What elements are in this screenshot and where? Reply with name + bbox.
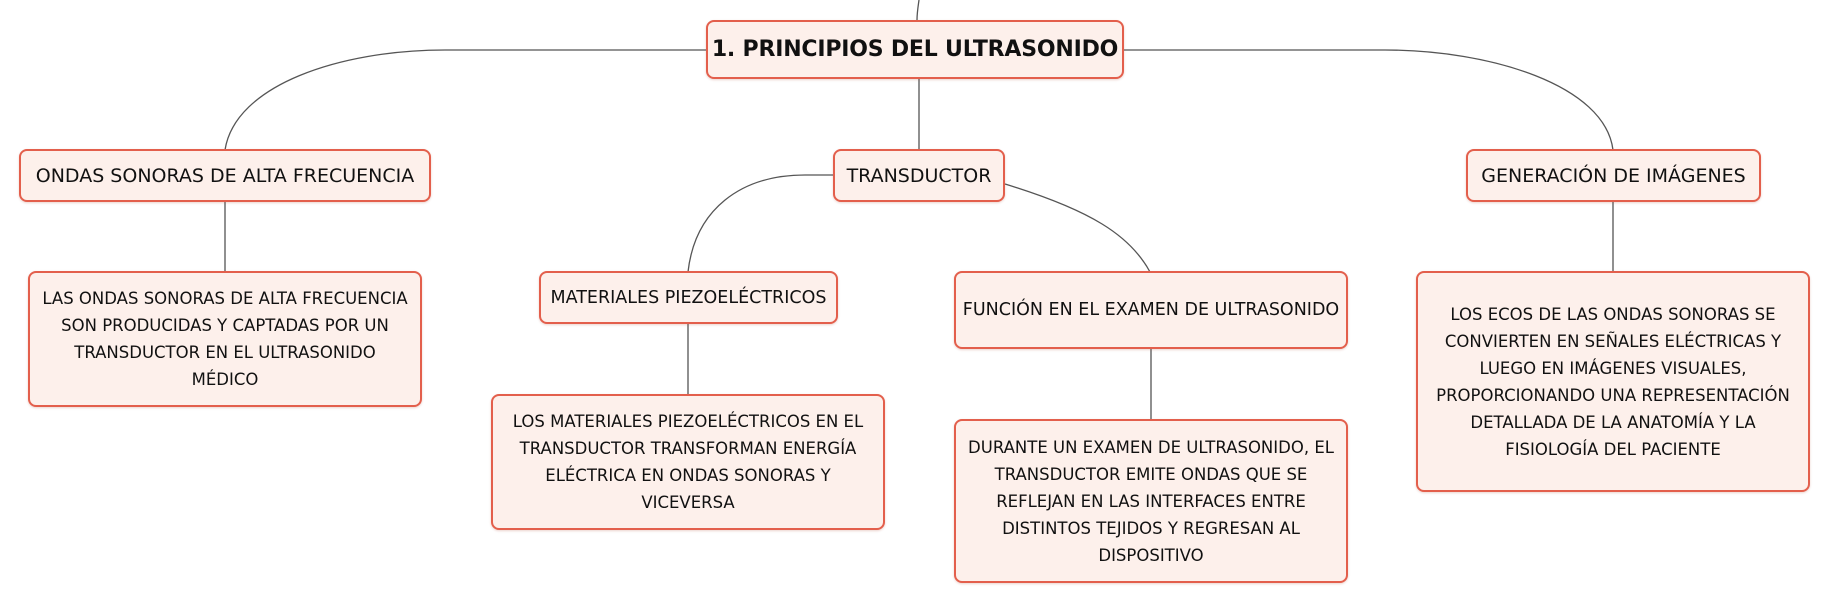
detail-ondas-sonoras-text: LAS ONDAS SONORAS DE ALTA FRECUENCIA SON…	[42, 289, 408, 389]
subtopic-funcion-examen[interactable]: FUNCIÓN EN EL EXAMEN DE ULTRASONIDO	[954, 271, 1348, 349]
root-topic[interactable]: 1. PRINCIPIOS DEL ULTRASONIDO	[706, 20, 1124, 79]
topic-ondas-sonoras-label: ONDAS SONORAS DE ALTA FRECUENCIA	[35, 164, 415, 187]
detail-funcion-examen[interactable]: DURANTE UN EXAMEN DE ULTRASONIDO, EL TRA…	[954, 419, 1348, 583]
connector-parent-to-root	[916, 0, 920, 21]
subtopic-materiales-piezoelectricos-label: MATERIALES PIEZOELÉCTRICOS	[550, 287, 827, 308]
topic-transductor[interactable]: TRANSDUCTOR	[833, 149, 1005, 202]
connector-transductor-to-materiales	[687, 174, 833, 273]
topic-ondas-sonoras[interactable]: ONDAS SONORAS DE ALTA FRECUENCIA	[19, 149, 431, 202]
connector-transductor-to-funcion	[1004, 183, 1151, 273]
topic-generacion-imagenes[interactable]: GENERACIÓN DE IMÁGENES	[1466, 149, 1761, 202]
detail-generacion-imagenes[interactable]: LOS ECOS DE LAS ONDAS SONORAS SE CONVIER…	[1416, 271, 1810, 492]
topic-generacion-imagenes-label: GENERACIÓN DE IMÁGENES	[1481, 164, 1746, 187]
detail-funcion-examen-text: DURANTE UN EXAMEN DE ULTRASONIDO, EL TRA…	[968, 437, 1334, 565]
root-topic-label: 1. PRINCIPIOS DEL ULTRASONIDO	[711, 37, 1119, 62]
detail-generacion-imagenes-text: LOS ECOS DE LAS ONDAS SONORAS SE CONVIER…	[1436, 304, 1790, 459]
connector-root-to-ondas	[224, 49, 706, 151]
subtopic-funcion-examen-label: FUNCIÓN EN EL EXAMEN DE ULTRASONIDO	[962, 300, 1340, 320]
detail-materiales-piezoelectricos-text: LOS MATERIALES PIEZOELÉCTRICOS EN EL TRA…	[512, 412, 864, 512]
detail-ondas-sonoras[interactable]: LAS ONDAS SONORAS DE ALTA FRECUENCIA SON…	[28, 271, 422, 407]
detail-materiales-piezoelectricos[interactable]: LOS MATERIALES PIEZOELÉCTRICOS EN EL TRA…	[491, 394, 885, 530]
topic-transductor-label: TRANSDUCTOR	[846, 164, 992, 187]
subtopic-materiales-piezoelectricos[interactable]: MATERIALES PIEZOELÉCTRICOS	[539, 271, 838, 324]
connector-root-to-generacion	[1124, 49, 1614, 151]
